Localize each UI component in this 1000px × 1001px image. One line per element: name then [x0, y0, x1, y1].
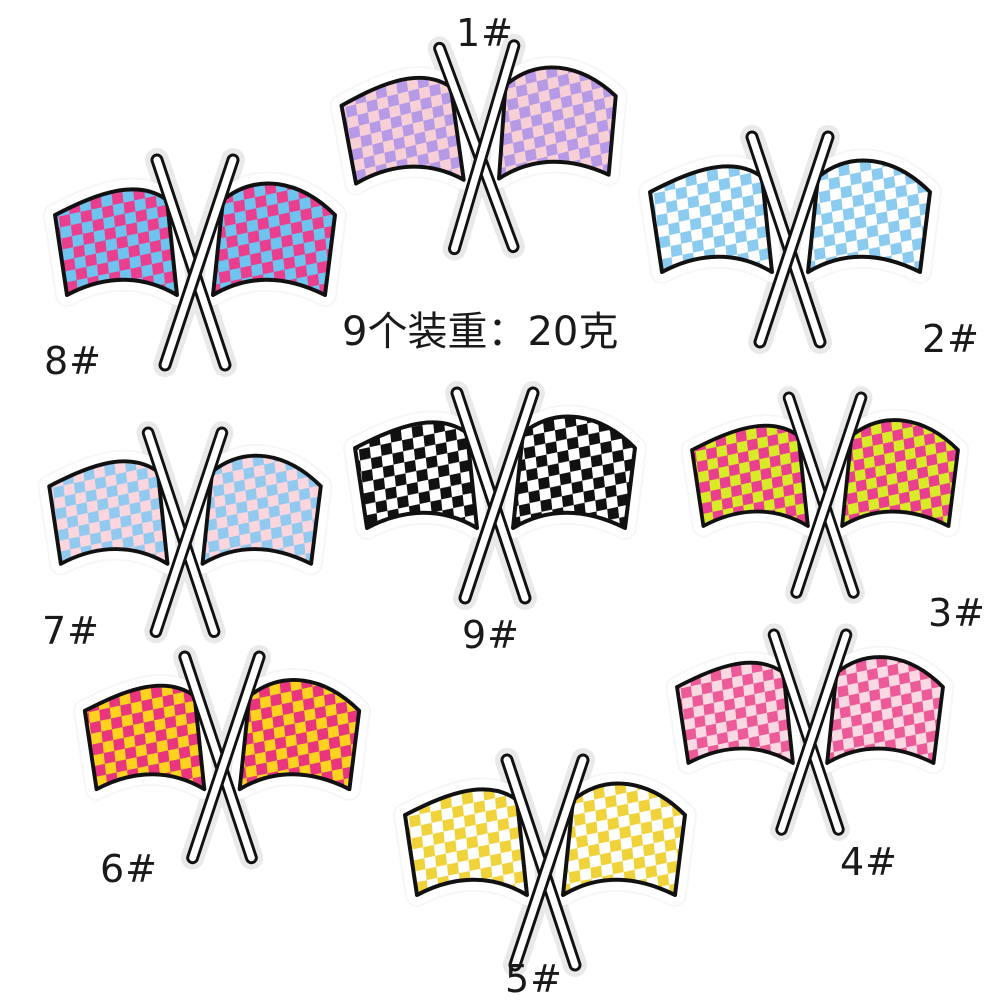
flag-patch-4 — [665, 623, 955, 841]
flag-patch-6 — [73, 645, 371, 870]
label-7: 7# — [42, 609, 101, 653]
flag-patch-2 — [638, 125, 942, 354]
weight-caption: 9个装重：20克 — [342, 309, 619, 355]
flag-patch-5 — [393, 748, 697, 977]
label-8: 8# — [44, 339, 103, 383]
label-4: 4# — [840, 840, 899, 884]
label-6: 6# — [100, 847, 159, 891]
flag-patch-8 — [43, 148, 347, 377]
label-2: 2# — [922, 317, 981, 361]
flag-patch-7 — [37, 421, 333, 644]
flag-patch-1 — [329, 33, 628, 261]
label-5: 5# — [505, 957, 564, 1001]
label-3: 3# — [928, 591, 987, 635]
flag-patch-9 — [343, 381, 647, 610]
label-1: 1# — [456, 11, 515, 55]
label-9: 9# — [462, 613, 521, 657]
flag-patch-3 — [680, 386, 970, 604]
